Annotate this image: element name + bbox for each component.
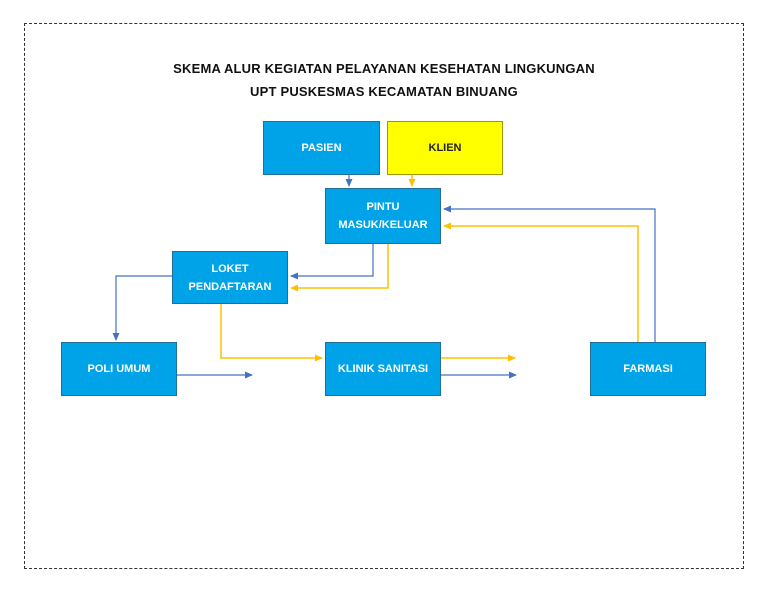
node-loket-label-line2: PENDAFTARAN	[188, 280, 272, 293]
node-farmasi-label: FARMASI	[623, 363, 673, 375]
edge-loket-to-poli-umum	[112, 275, 172, 341]
node-poli-umum-label: POLI UMUM	[87, 363, 151, 375]
node-pintu-label-line2: MASUK/KELUAR	[338, 219, 428, 231]
edge-loket-to-klinik-sanitasi	[220, 304, 323, 362]
edge-farmasi-to-pintu-yellow	[443, 222, 639, 342]
node-klien-label: KLIEN	[428, 142, 462, 154]
node-pasien: PASIEN	[263, 121, 380, 175]
node-loket-label-line1: LOKET	[211, 262, 249, 275]
node-klien: KLIEN	[387, 121, 503, 175]
node-poli-umum: POLI UMUM	[61, 342, 177, 396]
edge-pintu-to-loket-blue	[290, 244, 374, 280]
node-pasien-label: PASIEN	[301, 142, 342, 154]
diagram-subtitle: UPT PUSKESMAS KECAMATAN BINUANG	[250, 84, 518, 99]
node-pintu-masuk-keluar: PINTU MASUK/KELUAR	[325, 188, 441, 244]
edge-farmasi-to-pintu-blue	[443, 205, 656, 342]
node-klinik-sanitasi: KLINIK SANITASI	[325, 342, 441, 396]
edge-pintu-to-loket-yellow	[290, 244, 389, 292]
node-pintu-label-line1: PINTU	[366, 201, 400, 213]
diagram-frame	[24, 23, 744, 569]
diagram-title: SKEMA ALUR KEGIATAN PELAYANAN KESEHATAN …	[173, 61, 595, 76]
node-farmasi: FARMASI	[590, 342, 706, 396]
node-loket-pendaftaran: LOKET PENDAFTARAN	[172, 251, 288, 304]
node-klinik-sanitasi-label: KLINIK SANITASI	[337, 363, 429, 375]
